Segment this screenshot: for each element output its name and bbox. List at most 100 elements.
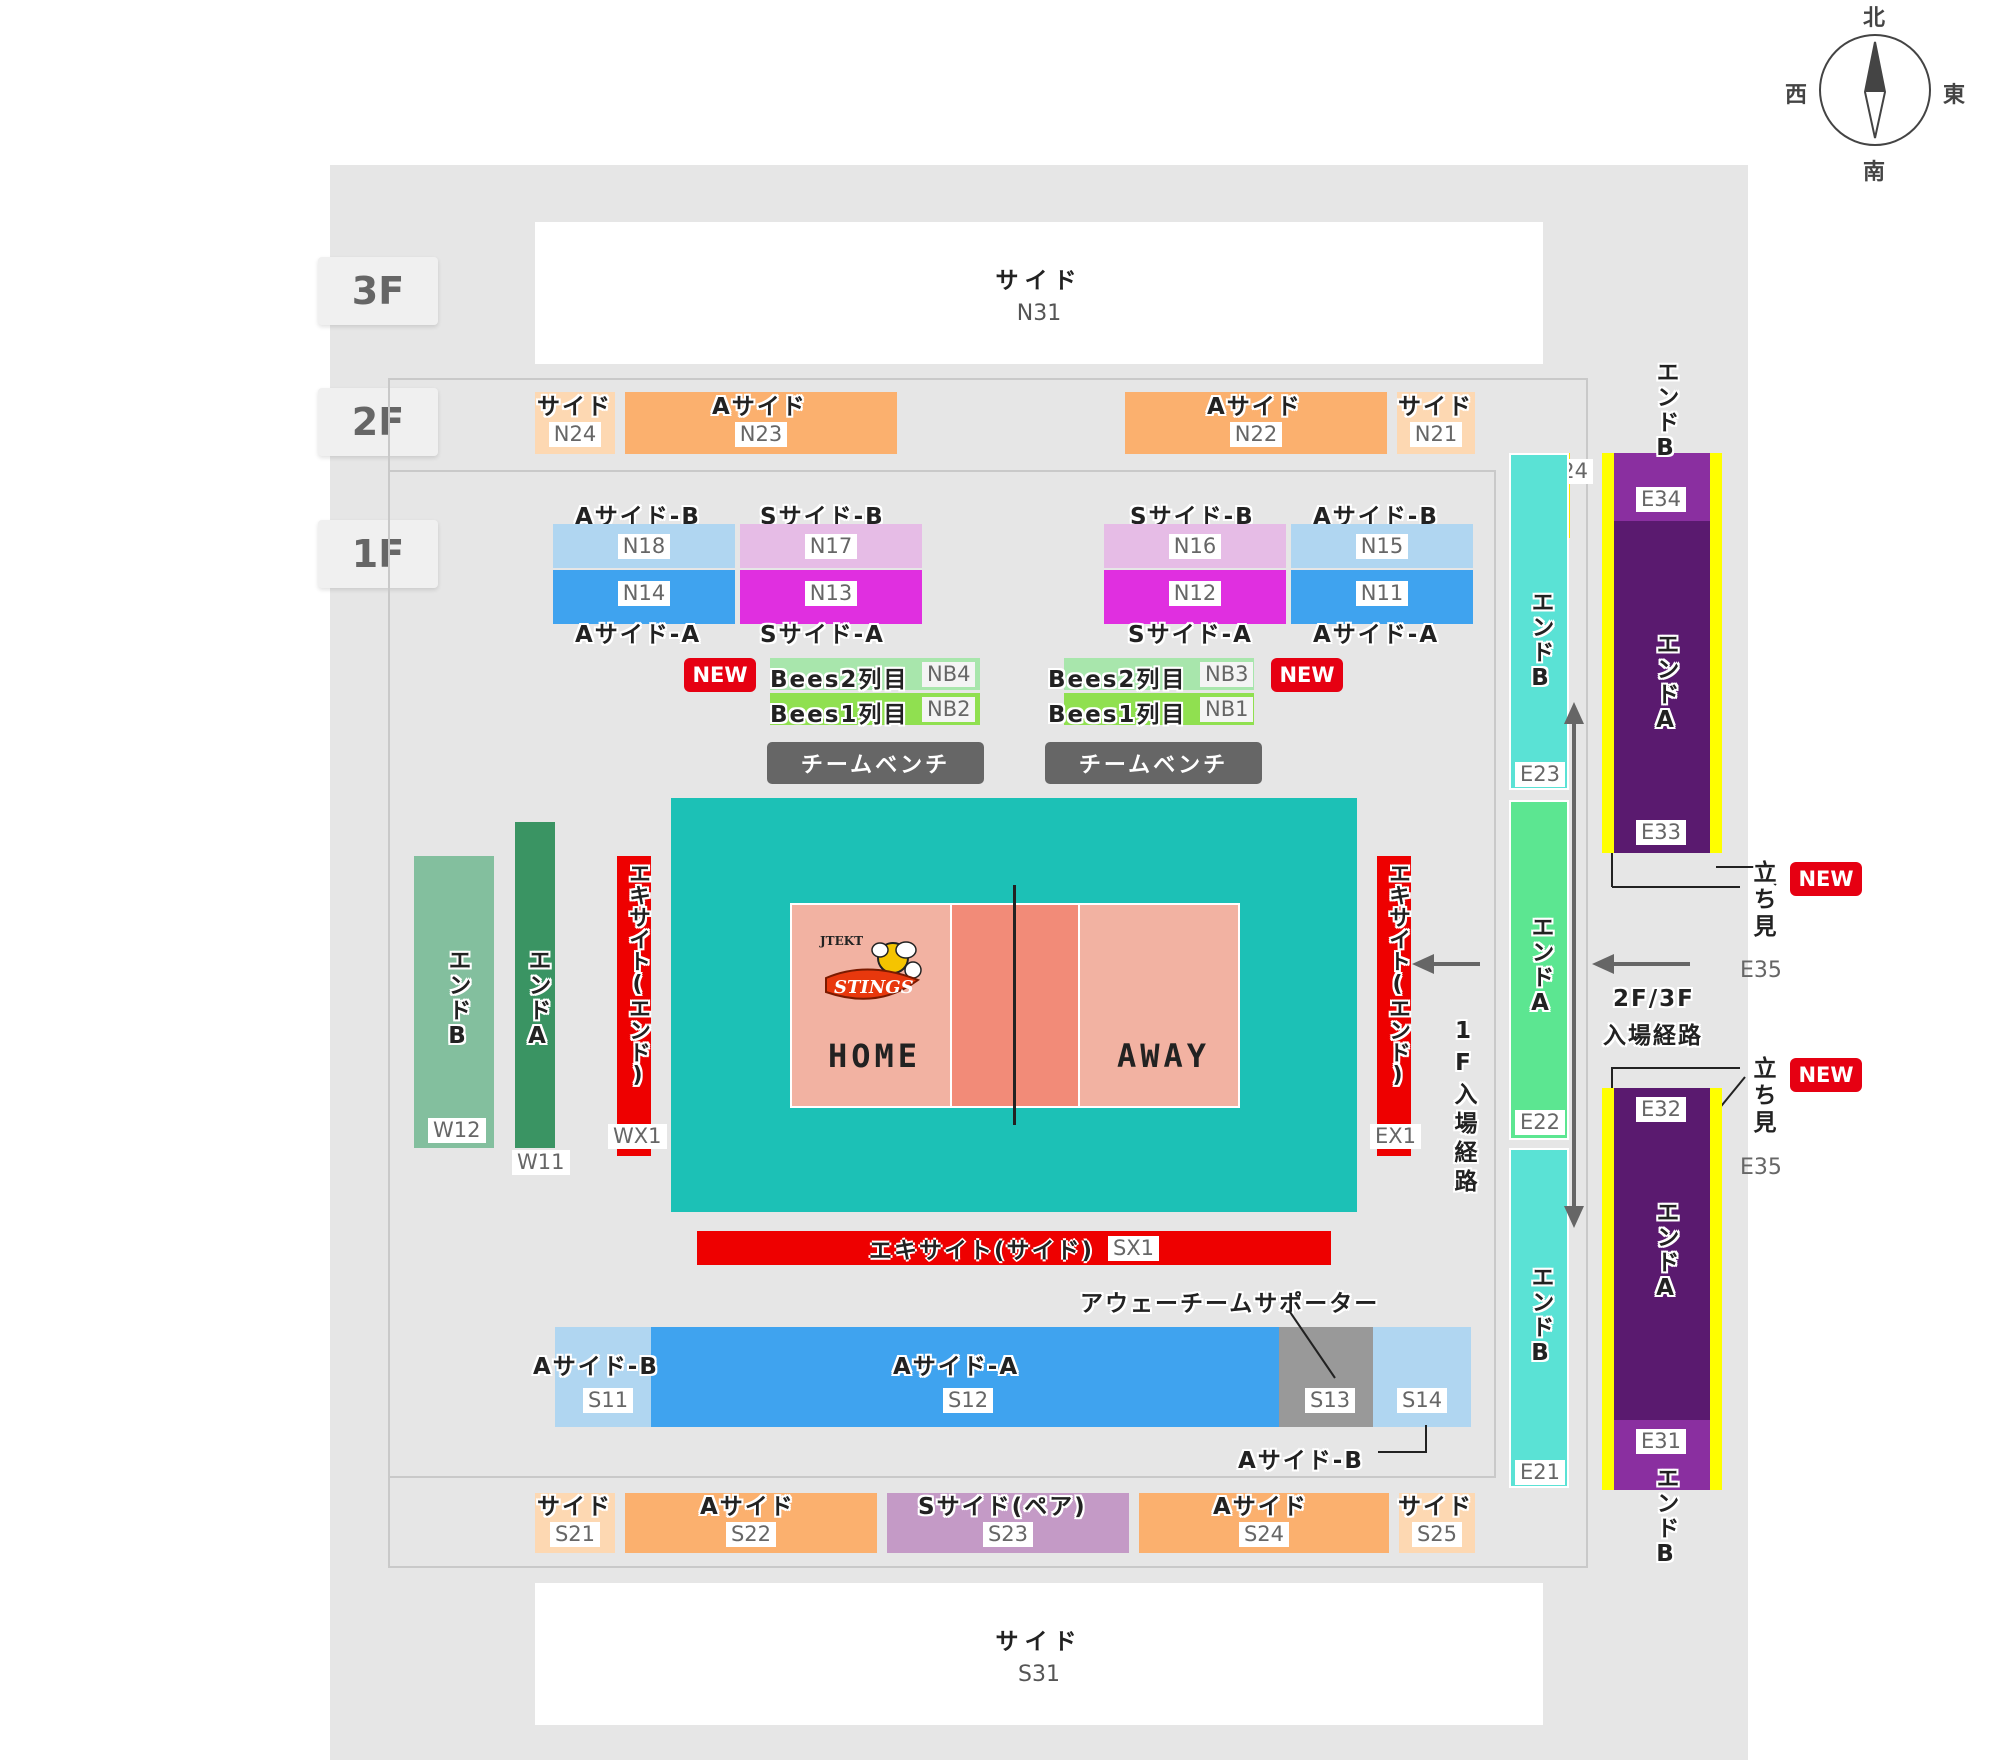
section-s23-code: S23 [982, 1521, 1034, 1547]
court-away-half [1078, 903, 1240, 1108]
section-e33-name: エンドA [1652, 632, 1678, 735]
section-s31-code: S31 [1018, 1661, 1060, 1687]
section-n22[interactable]: N22 [1125, 392, 1387, 454]
section-e32[interactable] [1614, 1088, 1710, 1420]
section-n11-name: Aサイド-A [1313, 622, 1440, 648]
section-nb1-name: Bees1列目 [1048, 702, 1187, 728]
arrow-left-icon [1412, 954, 1480, 974]
new-badge-standing-lower: NEW [1790, 1058, 1862, 1092]
section-ex1-name: エキサイト(エンド) [1385, 862, 1410, 1088]
section-s22-code: S22 [725, 1521, 777, 1547]
section-w12[interactable] [414, 856, 494, 1148]
section-n24-code: N24 [548, 421, 602, 447]
standing-label-upper: 立ち見 [1749, 860, 1775, 941]
section-n31[interactable]: サイド N31 [535, 222, 1543, 364]
standing-label-lower: 立ち見 [1749, 1056, 1775, 1137]
section-n22-code: N22 [1229, 421, 1283, 447]
section-nb2-name: Bees1列目 [770, 702, 909, 728]
section-nb4-name: Bees2列目 [770, 667, 909, 693]
section-e31-code: E31 [1636, 1429, 1686, 1454]
section-e21-code: E21 [1515, 1460, 1565, 1485]
floor-tab-2f[interactable]: 2F [318, 388, 438, 456]
section-s21-name: サイド [537, 1494, 612, 1520]
entry-route-23f-line2: 入場経路 [1603, 1023, 1703, 1049]
section-e33-code: E33 [1636, 820, 1686, 845]
bee-mascot-icon [825, 941, 922, 1000]
section-e32-code: E32 [1636, 1097, 1686, 1122]
compass-east: 東 [1943, 83, 1966, 108]
section-n13-code: N13 [804, 580, 858, 606]
section-s24[interactable]: S24 [1139, 1493, 1389, 1553]
floor-1f-outline [388, 470, 1496, 1478]
section-e35-upper: E35 [1740, 958, 1782, 983]
section-n16-code: N16 [1168, 533, 1222, 559]
section-s25-name: サイド [1398, 1494, 1473, 1520]
section-n31-code: N31 [1016, 300, 1062, 326]
section-s24-name: Aサイド [1213, 1494, 1308, 1520]
section-n12[interactable]: N12 [1104, 570, 1286, 624]
section-e23[interactable] [1509, 453, 1569, 790]
section-sx1[interactable]: エキサイト(サイド) SX1 [697, 1231, 1331, 1265]
section-nb3-code: NB3 [1200, 662, 1254, 687]
section-w11[interactable] [515, 822, 555, 1148]
section-ex1[interactable] [1377, 856, 1411, 1156]
section-w11-code: W11 [512, 1150, 570, 1175]
section-w12-code: W12 [428, 1118, 486, 1143]
new-badge-nb3: NEW [1271, 658, 1343, 692]
section-e21[interactable] [1509, 1148, 1569, 1488]
section-n11-code: N11 [1355, 580, 1409, 606]
section-s31[interactable]: サイド S31 [535, 1583, 1543, 1725]
entry-route-1f: 1F入場経路 [1450, 1018, 1476, 1198]
section-s25[interactable]: S25 [1399, 1493, 1475, 1553]
section-e34-name: エンドB [1652, 360, 1678, 463]
section-e33[interactable] [1614, 521, 1710, 853]
section-s21[interactable]: S21 [535, 1493, 615, 1553]
section-n13[interactable]: N13 [740, 570, 922, 624]
section-n13-name: Sサイド-A [760, 622, 885, 648]
section-n21[interactable]: N21 [1397, 392, 1475, 454]
floor-tab-1f[interactable]: 1F [318, 520, 438, 588]
section-nb1-code: NB1 [1200, 697, 1254, 722]
section-n16[interactable]: N16 [1104, 524, 1286, 568]
compass [1815, 30, 1935, 150]
section-n17-code: N17 [804, 533, 858, 559]
section-n14[interactable]: N14 [553, 570, 735, 624]
section-wx1[interactable] [617, 856, 651, 1156]
section-s12-name: Aサイド-A [893, 1354, 1020, 1380]
section-n11[interactable]: N11 [1291, 570, 1473, 624]
section-e21-name: エンドB [1527, 1265, 1553, 1368]
section-sx1-name: エキサイト(サイド) [868, 1238, 1094, 1264]
section-n18[interactable]: N18 [553, 524, 735, 568]
section-s23[interactable]: S23 [887, 1493, 1129, 1553]
floor-tab-3f[interactable]: 3F [318, 257, 438, 325]
section-n18-code: N18 [617, 533, 671, 559]
team-logo [818, 930, 923, 1012]
entry-route-23f-line1: 2F/3F [1613, 986, 1695, 1012]
section-e22-name: エンドA [1527, 915, 1553, 1018]
section-e31-name: エンドB [1652, 1466, 1678, 1569]
new-badge-nb4: NEW [684, 658, 756, 692]
section-w11-name: エンドA [524, 948, 550, 1051]
court-home-half [790, 903, 950, 1108]
section-e32-name: エンドA [1652, 1200, 1678, 1303]
section-s11-code: S11 [583, 1388, 634, 1413]
section-n23[interactable]: N23 [625, 392, 897, 454]
section-e23-name: エンドB [1527, 590, 1553, 693]
section-s22[interactable]: S22 [625, 1493, 877, 1553]
section-n24[interactable]: N24 [535, 392, 615, 454]
section-s31-name: サイド [995, 1628, 1083, 1655]
compass-north: 北 [1863, 6, 1886, 31]
section-ex1-code: EX1 [1370, 1124, 1422, 1149]
section-e34-code: E34 [1636, 487, 1686, 512]
arrow-updown-icon [1564, 702, 1584, 1228]
team-logo-top-text: JTEKT [820, 934, 864, 948]
section-w12-name: エンドB [444, 948, 470, 1051]
section-n15[interactable]: N15 [1291, 524, 1473, 568]
section-e22[interactable] [1509, 800, 1569, 1140]
section-s23-name: Sサイド(ペア) [918, 1494, 1087, 1520]
section-n17[interactable]: N17 [740, 524, 922, 568]
section-n31-name: サイド [995, 267, 1083, 294]
section-s13-code: S13 [1305, 1388, 1356, 1413]
section-wx1-name: エキサイト(エンド) [625, 862, 650, 1088]
compass-west: 西 [1785, 83, 1808, 108]
